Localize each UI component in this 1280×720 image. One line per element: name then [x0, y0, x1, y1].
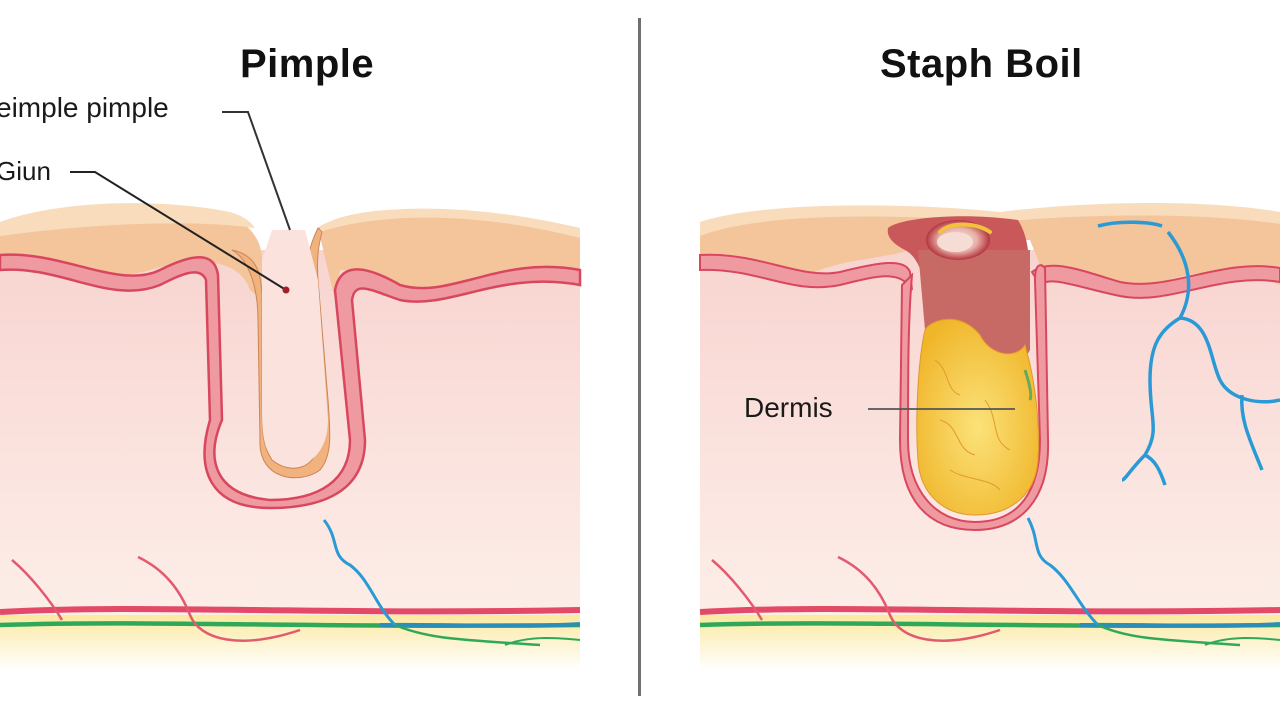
- pimple-title: Pimple: [240, 42, 375, 86]
- label-dermis: Dermis: [744, 392, 833, 423]
- label-pore-dot: Giun: [0, 156, 51, 186]
- panel-divider: [638, 18, 641, 696]
- staph-boil-skin-cross-section: [699, 202, 1280, 670]
- pimple-skin-cross-section: [0, 111, 582, 670]
- label-pimple-opening: eimple pimple: [0, 92, 169, 123]
- staph-boil-title: Staph Boil: [880, 42, 1083, 86]
